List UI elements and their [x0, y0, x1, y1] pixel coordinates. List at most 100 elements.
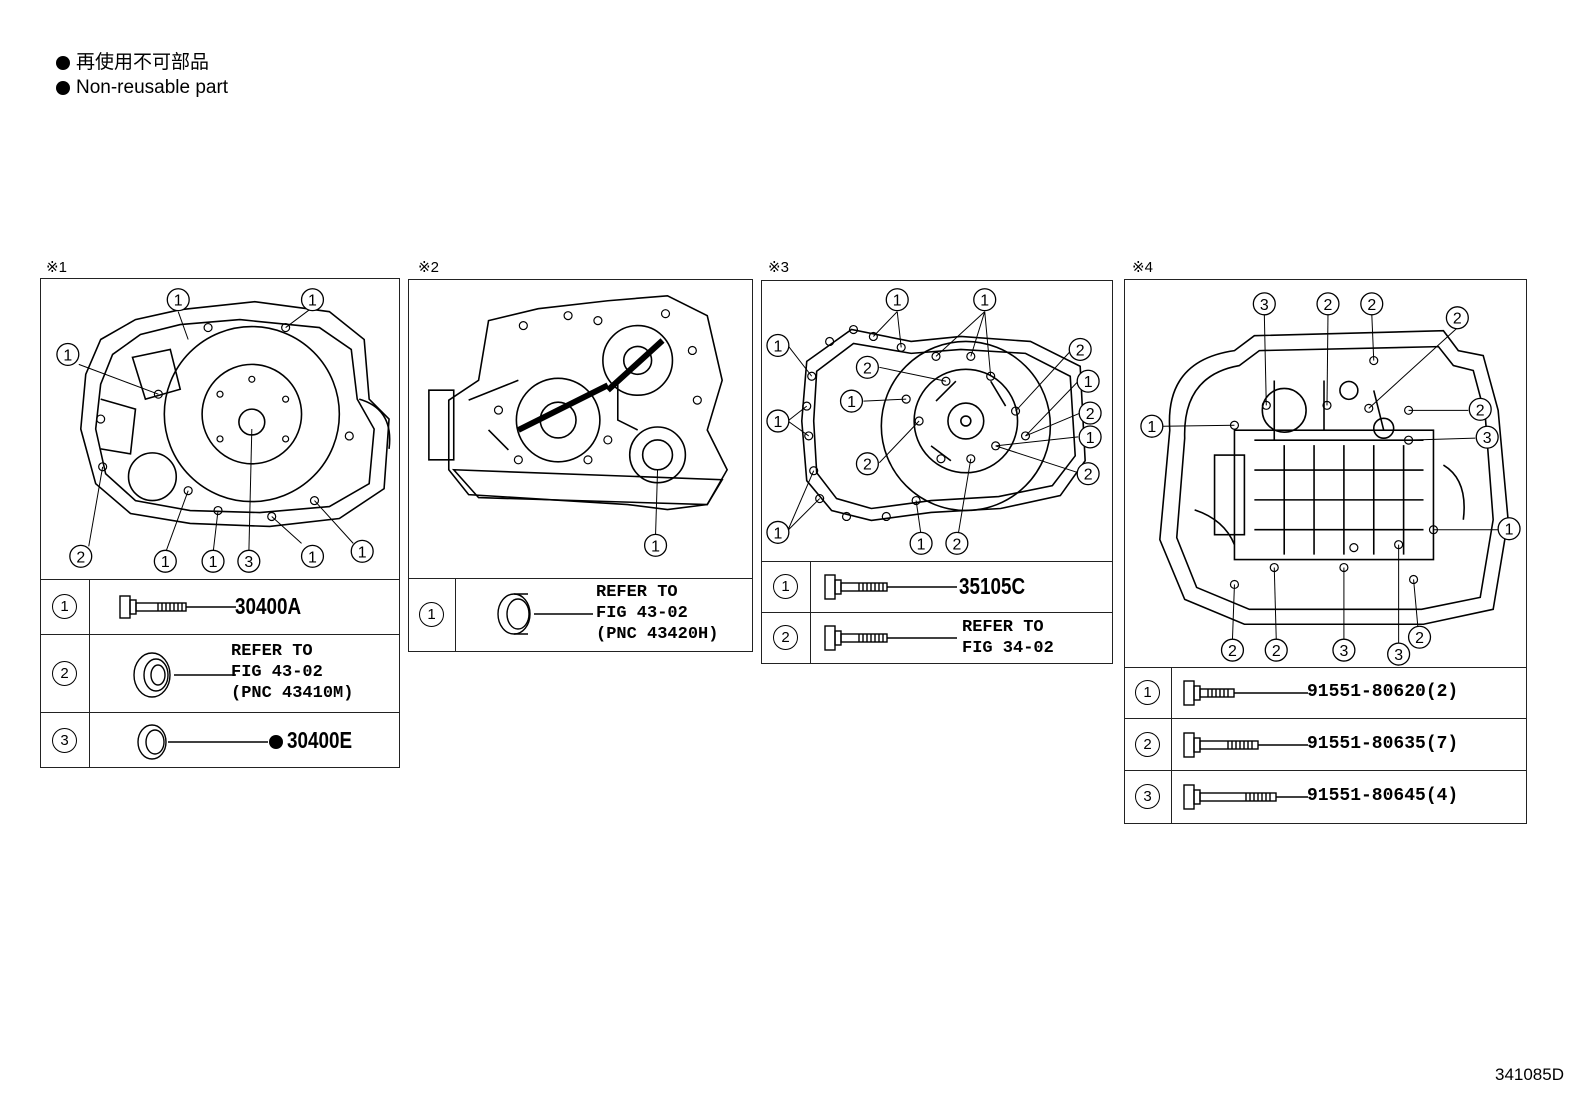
row-number-cell: 2 — [1125, 719, 1172, 770]
panel-3-mark: ※3 — [768, 259, 789, 276]
callout-1: 1 — [56, 342, 80, 367]
row-number-badge: 2 — [1135, 731, 1160, 757]
part-cell: REFER TO FIG 34-02 — [811, 613, 1112, 663]
callout-2: 2 — [1076, 462, 1100, 486]
callout-1: 1 — [1497, 517, 1521, 541]
transaxle-front-drawing: 1 1 1 2 1 1 3 1 1 — [56, 288, 391, 573]
parts-row-2: 2 REFER TO FIG 43-02 (PNC 43410M) — [41, 635, 399, 713]
svg-text:1: 1 — [209, 554, 218, 571]
callout-1: 1 — [973, 288, 997, 312]
callout-1: 1 — [909, 531, 933, 555]
parts-row-3: 3 91551-80645(4) — [1125, 771, 1526, 823]
callout-1: 1 — [1140, 414, 1164, 438]
refer-line-3: (PNC 43410M) — [231, 684, 354, 703]
flange-bolt-icon — [119, 595, 236, 619]
svg-text:1: 1 — [308, 549, 317, 566]
refer-line-2: FIG 34-02 — [962, 639, 1054, 658]
row-number-cell: 1 — [762, 561, 811, 612]
svg-text:3: 3 — [1483, 430, 1492, 447]
part-number: 91551-80645(4) — [1307, 786, 1459, 806]
callout-2: 2 — [1068, 337, 1092, 361]
callout-3: 3 — [1252, 292, 1276, 316]
legend-jp-text: 再使用不可部品 — [76, 52, 210, 73]
part-number: 91551-80635(7) — [1307, 734, 1459, 754]
svg-text:1: 1 — [63, 347, 72, 364]
callout-1: 1 — [300, 288, 325, 312]
svg-text:3: 3 — [1394, 647, 1403, 664]
part-cell: 91551-80620(2) — [1172, 667, 1526, 718]
svg-text:1: 1 — [161, 554, 170, 571]
callout-1: 1 — [839, 389, 864, 413]
parts-row-3: 3 30400E — [41, 713, 399, 768]
callout-1: 1 — [166, 288, 190, 312]
parts-row-1: 1 35105C — [762, 561, 1112, 613]
flange-bolt-icon — [1183, 784, 1308, 810]
oil-seal-icon — [137, 724, 283, 760]
refer-line-3: (PNC 43420H) — [596, 625, 719, 644]
row-number-cell: 1 — [41, 579, 90, 634]
flange-bolt-icon — [824, 625, 957, 651]
callout-3: 3 — [237, 549, 261, 573]
svg-text:1: 1 — [847, 394, 856, 411]
svg-text:1: 1 — [773, 338, 782, 355]
callout-2: 2 — [1264, 638, 1288, 662]
callout-1: 1 — [153, 549, 177, 573]
svg-text:2: 2 — [1084, 467, 1093, 484]
svg-text:2: 2 — [952, 536, 961, 553]
svg-text:2: 2 — [1272, 643, 1281, 660]
panel-2-mark: ※2 — [418, 259, 439, 276]
row-number-badge: 1 — [419, 601, 444, 627]
svg-text:1: 1 — [174, 293, 183, 310]
svg-text:1: 1 — [917, 536, 926, 553]
svg-text:1: 1 — [1505, 522, 1514, 539]
parts-row-1: 1 91551-80620(2) — [1125, 667, 1526, 719]
row-number-cell: 2 — [41, 635, 90, 712]
svg-text:1: 1 — [893, 293, 902, 310]
svg-text:1: 1 — [773, 525, 782, 542]
legend-row-en: Non-reusable part — [56, 75, 228, 100]
row-number-badge: 1 — [52, 593, 77, 619]
parts-row-1: 1 30400A — [41, 579, 399, 635]
svg-text:2: 2 — [863, 360, 872, 377]
callout-2: 2 — [1445, 306, 1469, 330]
panel-2-figure: 1 — [409, 280, 752, 579]
svg-text:1: 1 — [1147, 419, 1156, 436]
svg-text:2: 2 — [1367, 297, 1376, 314]
panel-4: 3 2 2 2 1 2 3 1 2 2 3 3 2 1 — [1124, 279, 1527, 824]
refer-line-1: REFER TO — [231, 642, 313, 661]
callout-3: 3 — [1475, 425, 1499, 449]
part-number: 91551-80620(2) — [1307, 682, 1459, 702]
panel-4-figure: 3 2 2 2 1 2 3 1 2 2 3 3 2 — [1125, 280, 1526, 668]
svg-text:3: 3 — [1260, 297, 1269, 314]
svg-text:2: 2 — [1228, 643, 1237, 660]
non-reusable-dot-icon — [56, 55, 70, 70]
svg-text:2: 2 — [1476, 402, 1485, 419]
svg-text:1: 1 — [308, 293, 317, 310]
panel-3-figure: 1 1 1 1 1 2 1 2 2 1 2 1 2 1 2 — [762, 281, 1112, 562]
callout-2: 2 — [945, 531, 969, 555]
part-cell: 91551-80645(4) — [1172, 771, 1526, 823]
refer-line-1: REFER TO — [596, 583, 678, 602]
row-number-cell: 3 — [41, 713, 90, 768]
callout-1: 1 — [201, 549, 225, 573]
callout-1: 1 — [885, 288, 909, 312]
legend: 再使用不可部品 Non-reusable part — [56, 50, 228, 100]
refer-line-2: FIG 43-02 — [596, 604, 688, 623]
non-reusable-dot-icon — [56, 80, 70, 95]
part-cell: REFER TO FIG 43-02 (PNC 43420H) — [456, 578, 752, 651]
transaxle-housing-drawing: 1 1 1 1 1 2 1 2 2 1 2 1 2 1 2 — [766, 288, 1102, 555]
callout-1: 1 — [300, 544, 325, 568]
callout-2: 2 — [1078, 401, 1102, 425]
callout-1: 1 — [766, 333, 790, 358]
callout-1: 1 — [1076, 369, 1100, 393]
row-number-badge: 1 — [1135, 679, 1160, 705]
row-number-cell: 1 — [1125, 667, 1172, 718]
part-cell: REFER TO FIG 43-02 (PNC 43410M) — [90, 635, 399, 712]
parts-row-2: 2 REFER TO FIG 34-02 — [762, 613, 1112, 663]
row-number-badge: 2 — [773, 625, 798, 650]
svg-text:1: 1 — [980, 293, 989, 310]
callout-2: 2 — [1316, 292, 1340, 316]
parts-row-1: 1 REFER TO FIG 43-02 (PNC 43420H) — [409, 578, 752, 651]
panel-1-mark: ※1 — [46, 259, 67, 276]
row-number-badge: 3 — [1135, 784, 1160, 809]
